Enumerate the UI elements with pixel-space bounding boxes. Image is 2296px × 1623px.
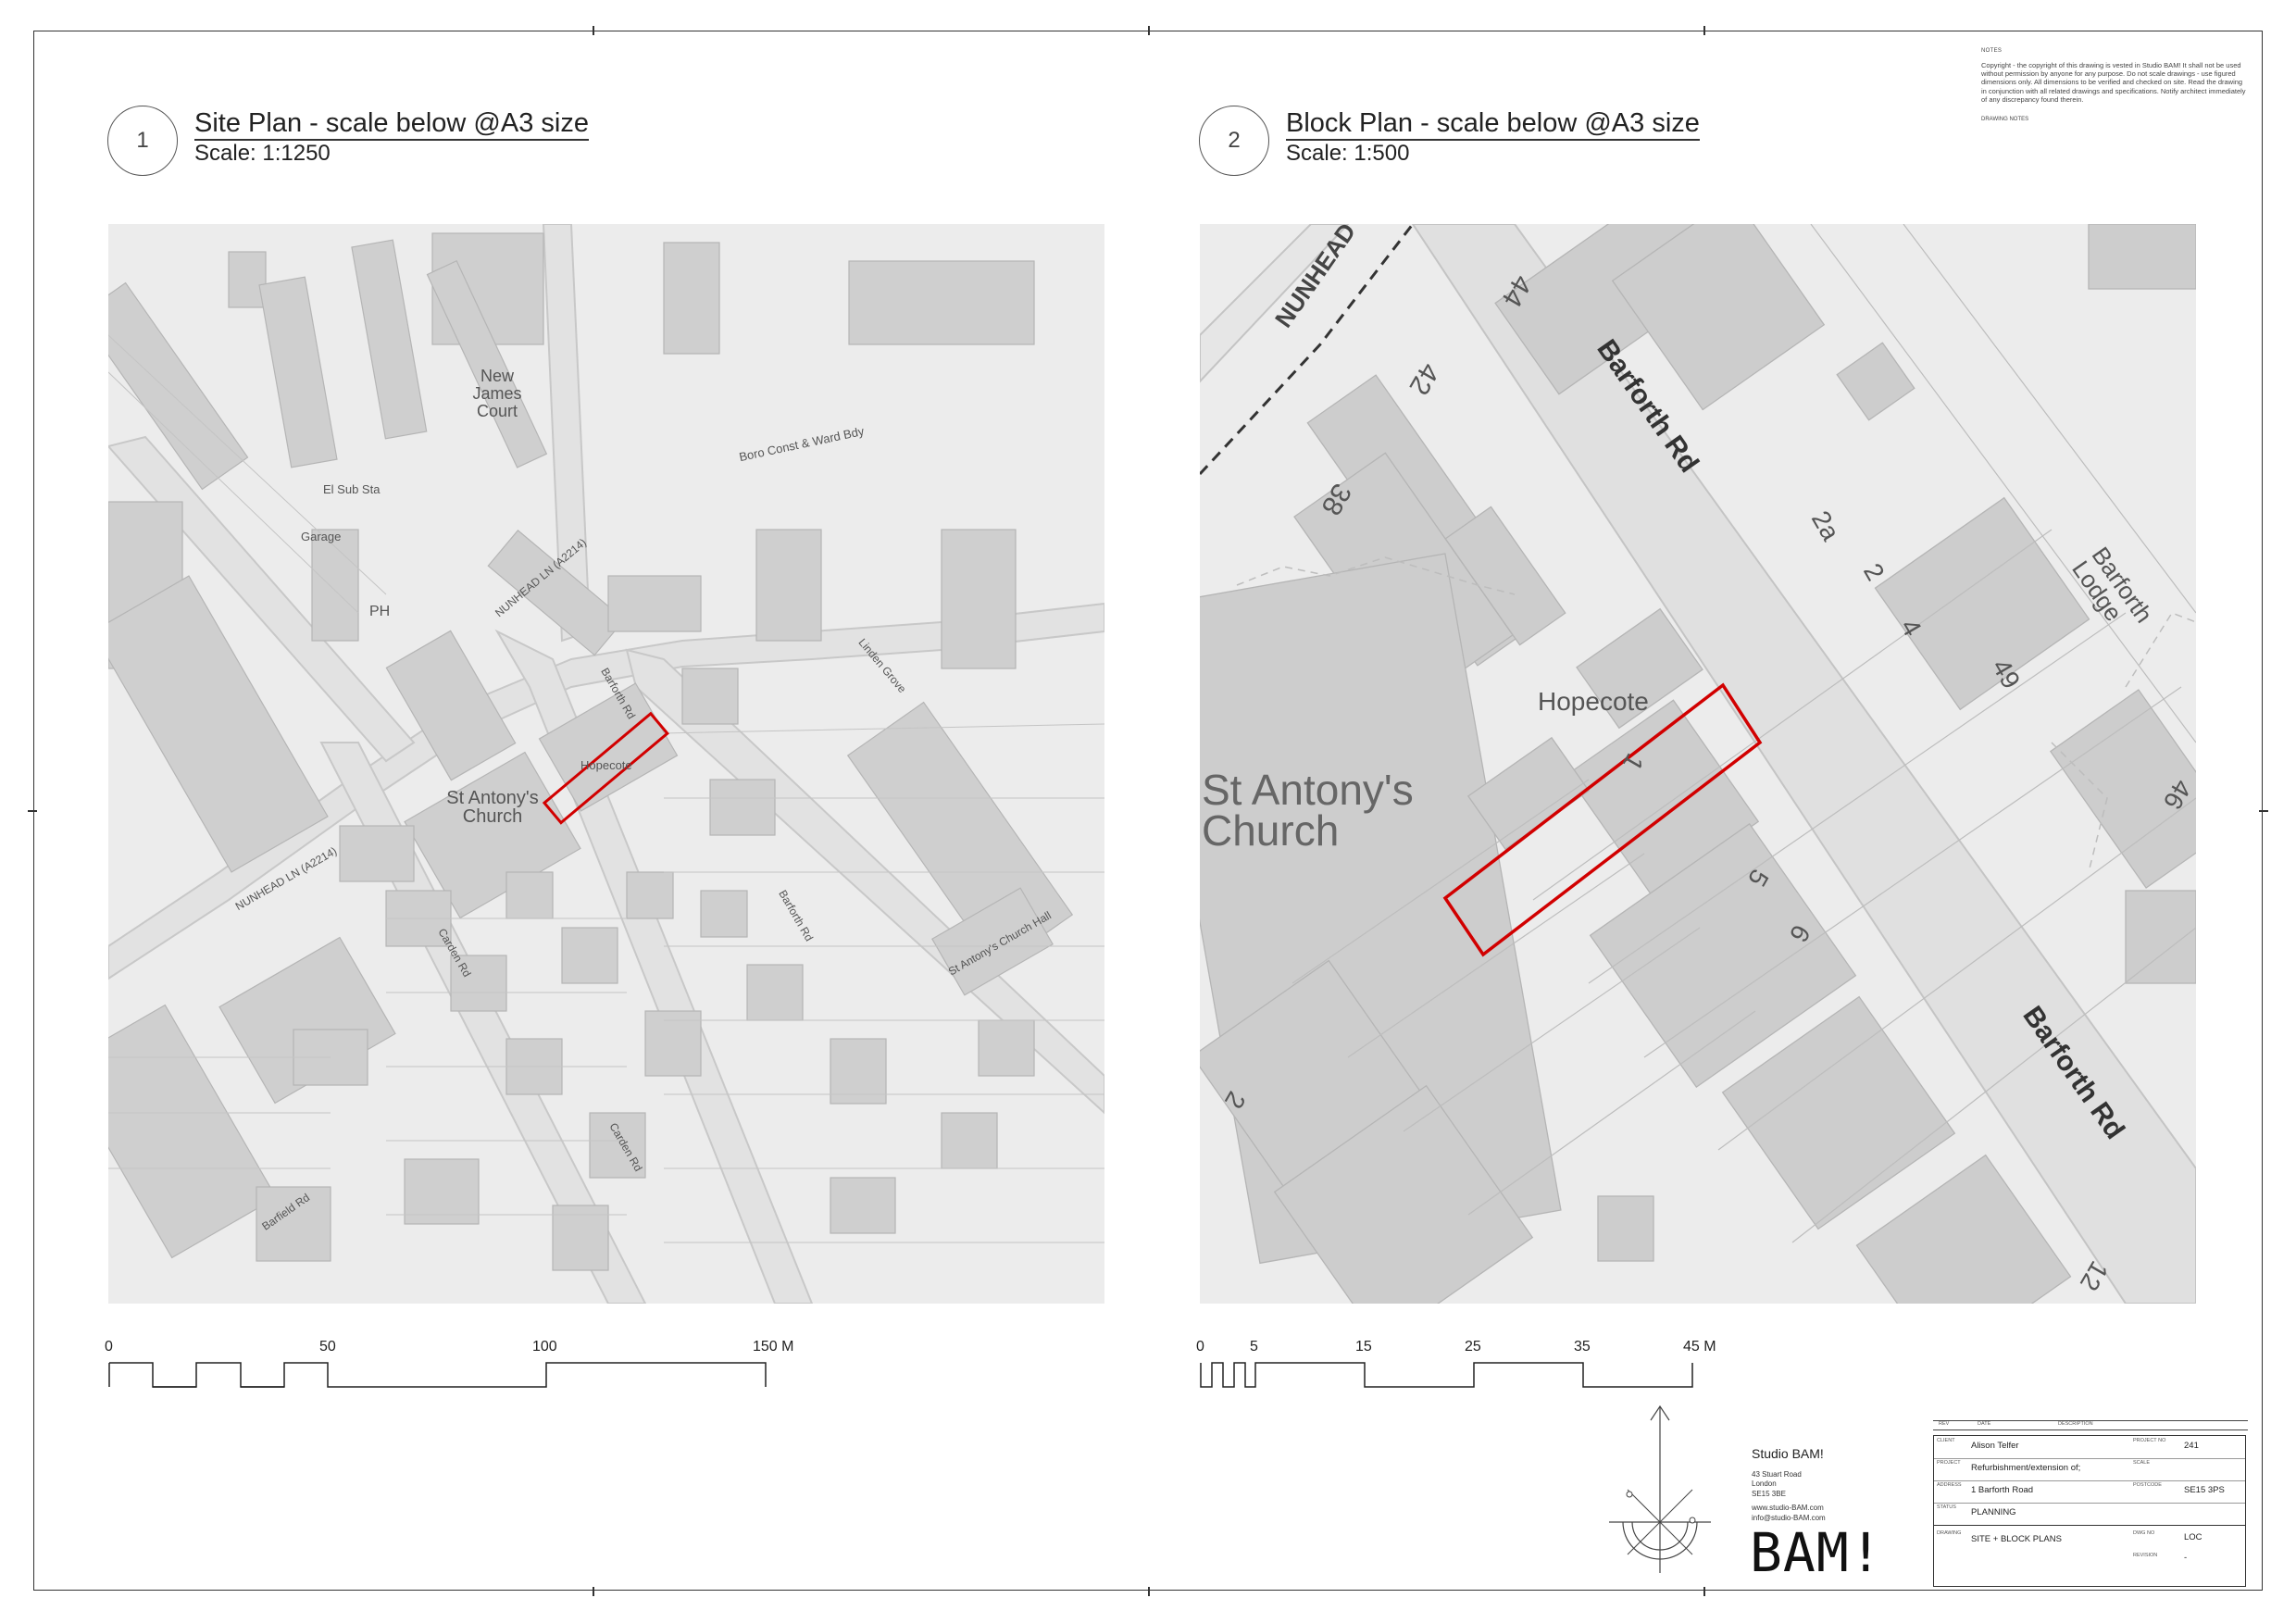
block-plan-scalebar: 0 5 15 25 35 45 M	[1196, 1339, 1755, 1394]
site-plan-map: New James Court Boro Const & Ward Bdy NU…	[108, 224, 1104, 1304]
date-header: DATE	[1978, 1421, 1991, 1427]
address-label: ADDRESS	[1937, 1482, 1962, 1488]
block-plan-map: NUNHEAD Barforth Rd Barforth Rd Hopecote…	[1200, 224, 2196, 1304]
scalebar-label: 35	[1574, 1339, 1591, 1355]
border-tick	[1148, 26, 1150, 35]
tb-divider	[1933, 1420, 2248, 1421]
scalebar-label: 100	[532, 1339, 557, 1355]
view-title: Site Plan - scale below @A3 size	[194, 109, 589, 142]
scalebar-label: 0	[105, 1339, 113, 1355]
tb-row-address: ADDRESS 1 Barforth Road POSTCODE SE15 3P…	[1934, 1480, 2245, 1504]
address-line: SE15 3BE	[1752, 1489, 1786, 1498]
drawing-value: SITE + BLOCK PLANS	[1971, 1534, 2062, 1544]
scalebar-label: 150 M	[753, 1339, 794, 1355]
map-label: PH	[369, 604, 391, 619]
north-arrow-icon	[1609, 1405, 1711, 1573]
drawing-notes-heading: DRAWING NOTES	[1981, 117, 2029, 123]
view-title: Block Plan - scale below @A3 size	[1286, 109, 1700, 142]
scalebar-label: 45 M	[1683, 1339, 1716, 1355]
view-scale: Scale: 1:1250	[194, 141, 331, 166]
dwg-no-value: LOC	[2184, 1532, 2202, 1542]
project-no-label: PROJECT NO	[2133, 1438, 2166, 1443]
view-number: 1	[136, 128, 149, 153]
scalebar-label: 0	[1196, 1339, 1204, 1355]
notes-heading: NOTES	[1981, 48, 2003, 54]
address-line: 43 Stuart Road	[1752, 1470, 1802, 1479]
map-label: El Sub Sta	[323, 482, 381, 496]
status-label: STATUS	[1937, 1504, 1956, 1510]
view-scale: Scale: 1:500	[1286, 141, 1410, 166]
studio-name: Studio BAM!	[1752, 1446, 1824, 1461]
status-value: PLANNING	[1971, 1507, 2016, 1517]
tb-divider	[1933, 1429, 2248, 1430]
project-no-value: 241	[2184, 1441, 2199, 1451]
scalebar-graphic	[1200, 1362, 1693, 1388]
border-tick	[1703, 1587, 1705, 1596]
border-tick	[593, 26, 594, 35]
tb-row-drawing: DRAWING SITE + BLOCK PLANS DWG NO LOC RE…	[1934, 1530, 2245, 1586]
scalebar-label: 25	[1465, 1339, 1481, 1355]
scale-label: SCALE	[2133, 1460, 2151, 1466]
site-plan-scalebar: 0 50 100 150 M	[105, 1339, 812, 1394]
view-number-circle: 1	[107, 106, 178, 176]
title-block-table: CLIENT Alison Telfer PROJECT NO 241 PROJ…	[1933, 1435, 2246, 1587]
view-number-circle: 2	[1199, 106, 1269, 176]
map-label: Garage	[301, 530, 342, 543]
map-label: Hopecote	[580, 758, 632, 772]
project-value: Refurbishment/extension of;	[1971, 1463, 2081, 1473]
map-label: St Antony's Church	[1202, 766, 1414, 855]
map-label: Hopecote	[1538, 687, 1649, 716]
map-label: New James Court	[472, 367, 522, 420]
scalebar-graphic	[108, 1362, 767, 1394]
border-tick	[1703, 26, 1705, 35]
scalebar-label: 15	[1355, 1339, 1372, 1355]
scalebar-label: 5	[1250, 1339, 1258, 1355]
tb-row-project: PROJECT Refurbishment/extension of; SCAL…	[1934, 1458, 2245, 1481]
border-tick	[1148, 1587, 1150, 1596]
view-number: 2	[1228, 128, 1241, 153]
border-tick	[28, 810, 37, 812]
client-label: CLIENT	[1937, 1438, 1955, 1443]
postcode-value: SE15 3PS	[2184, 1485, 2225, 1495]
drawing-label: DRAWING	[1937, 1530, 1962, 1536]
description-header: DESCRIPTION	[2058, 1421, 2093, 1427]
map-label: St Antony's Church	[446, 788, 539, 827]
revision-value: -	[2184, 1553, 2188, 1563]
project-label: PROJECT	[1937, 1460, 1961, 1466]
studio-contact: www.studio-BAM.com info@studio-BAM.com	[1752, 1503, 1826, 1523]
dwg-no-label: DWG NO	[2133, 1530, 2155, 1536]
postcode-label: POSTCODE	[2133, 1482, 2162, 1488]
studio-email: info@studio-BAM.com	[1752, 1514, 1826, 1523]
rev-header: REV	[1939, 1421, 1950, 1427]
notes-body: Copyright - the copyright of this drawin…	[1981, 60, 2246, 105]
address-line: London	[1752, 1479, 1777, 1489]
border-tick	[2259, 810, 2268, 812]
studio-address: 43 Stuart Road London SE15 3BE	[1752, 1470, 1802, 1499]
client-value: Alison Telfer	[1971, 1441, 2019, 1451]
revision-label: REVISION	[2133, 1553, 2158, 1558]
drawing-notes: NOTES Copyright - the copyright of this …	[1981, 48, 2250, 124]
scalebar-label: 50	[319, 1339, 336, 1355]
tb-row-client: CLIENT Alison Telfer PROJECT NO 241	[1934, 1436, 2245, 1459]
studio-logo: BAM!	[1750, 1521, 1883, 1584]
address-value: 1 Barforth Road	[1971, 1485, 2034, 1495]
border-tick	[593, 1587, 594, 1596]
studio-website: www.studio-BAM.com	[1752, 1504, 1824, 1512]
tb-row-status: STATUS PLANNING	[1934, 1503, 2245, 1526]
